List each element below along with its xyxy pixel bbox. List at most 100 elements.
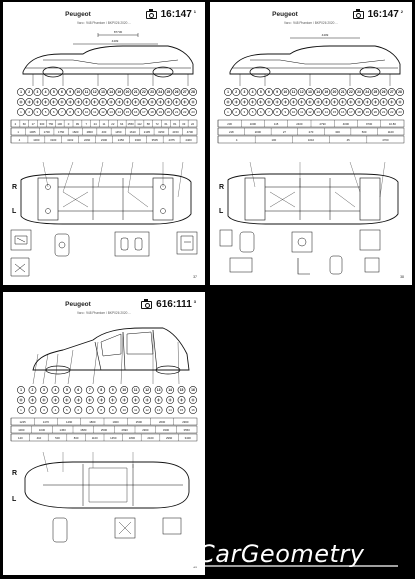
point-symbol — [338, 98, 347, 106]
table-cell: 3550 — [184, 428, 191, 432]
table-cell: 1450 — [110, 436, 117, 440]
point-badge: 1 — [17, 406, 25, 414]
point-badge: 2 — [232, 108, 241, 116]
sheet-code: 616:111 3 — [141, 298, 196, 310]
point-marker: 1 — [224, 88, 232, 96]
table-cell: 2960 — [142, 428, 149, 432]
table-cell: 400 — [102, 130, 107, 134]
point-badge-number: 20 — [374, 110, 378, 114]
table-cell: 2500 — [136, 420, 143, 424]
point-symbol — [396, 98, 404, 106]
point-marker: 1 — [17, 386, 25, 394]
point-badge: 2 — [28, 406, 37, 414]
point-badge-number: 1 — [20, 408, 22, 412]
point-badge: 17 — [346, 108, 355, 116]
table-cell: 3100 — [50, 138, 57, 142]
point-symbol — [120, 396, 129, 404]
point-badge-number: 15 — [333, 110, 337, 114]
point-badge-number: 10 — [292, 110, 296, 114]
point-symbol — [97, 396, 106, 404]
table-cell: 4 — [236, 138, 238, 142]
point-number: 4 — [45, 90, 47, 94]
point-badge-number: 1 — [227, 110, 229, 114]
point-badge-number: 22 — [390, 110, 394, 114]
point-marker: 1 — [17, 88, 25, 96]
point-badge: 8 — [273, 108, 282, 116]
point-badge: 14 — [115, 108, 124, 116]
point-number: 12 — [93, 90, 97, 94]
point-badge-number: 16 — [191, 408, 195, 412]
table-cell: 1100 — [388, 130, 394, 134]
point-marker: 3 — [240, 88, 249, 96]
point-badge-number: 16 — [134, 110, 138, 114]
point-number: 19 — [324, 90, 328, 94]
table-cell: 218 — [229, 130, 234, 134]
point-marker: 14 — [314, 88, 322, 96]
point-symbol — [90, 98, 99, 106]
point-badge-number: 3 — [43, 408, 45, 412]
point-badge-number: 12 — [308, 110, 312, 114]
table-cell: 100 — [57, 122, 62, 126]
point-badge-number: 13 — [109, 110, 113, 114]
point-symbol — [306, 98, 314, 106]
table-cell: 410 — [37, 436, 42, 440]
point-marker: 28 — [189, 88, 197, 96]
point-symbol — [232, 98, 241, 106]
point-badge: 11 — [131, 406, 140, 414]
table-cell: 99 — [76, 122, 80, 126]
point-symbol — [143, 396, 152, 404]
point-marker: 13 — [306, 88, 314, 96]
point-symbol — [66, 98, 75, 106]
point-marker: 8 — [97, 386, 106, 394]
point-marker: 9 — [108, 386, 117, 394]
point-badge: 5 — [41, 108, 50, 116]
point-symbol — [273, 98, 282, 106]
sheet-code-sup: 3 — [193, 299, 196, 304]
page-number: 37 — [193, 275, 197, 279]
table-cell: 7 — [86, 122, 88, 126]
table-cell: 3505 — [152, 138, 159, 142]
point-symbol — [189, 98, 197, 106]
point-badge-number: 12 — [101, 110, 105, 114]
table-cell: 2960 — [182, 420, 189, 424]
point-badge-number: 17 — [349, 110, 353, 114]
point-marker: 27 — [180, 88, 189, 96]
point-number: 19 — [117, 90, 121, 94]
dim-label: 4409 — [112, 39, 119, 43]
point-badge-number: 3 — [244, 110, 246, 114]
point-symbol — [177, 396, 186, 404]
table-cell: 115 — [274, 122, 279, 126]
table-cell: 72 — [156, 122, 160, 126]
point-badge-number: 13 — [316, 110, 320, 114]
point-marker: 25 — [371, 88, 380, 96]
point-marker: 21 — [131, 88, 140, 96]
point-badge: 8 — [66, 108, 75, 116]
point-badge: 15 — [177, 406, 186, 414]
table-cell: 4700 — [382, 138, 389, 142]
point-symbol — [99, 98, 107, 106]
point-badge: 3 — [40, 406, 48, 414]
side-label-right: R — [219, 184, 224, 191]
point-badge: 20 — [371, 108, 380, 116]
point-badge: 3 — [240, 108, 249, 116]
point-symbol — [189, 396, 197, 404]
point-badge: 11 — [297, 108, 306, 116]
diagram-sheet-2: Peugeot 16:147 2 Varo : 948 Phantom / BK… — [210, 2, 412, 285]
table-cell: 300 — [40, 122, 45, 126]
point-badge: 16 — [338, 108, 347, 116]
table-cell: 81 — [173, 122, 177, 126]
point-symbol — [322, 98, 331, 106]
table-cell: 4000 — [343, 122, 350, 126]
point-number: 5 — [66, 388, 68, 392]
table-cell: 4700 — [187, 130, 194, 134]
point-number: 14 — [316, 90, 320, 94]
point-number: 11 — [134, 388, 138, 392]
point-number: 5 — [53, 90, 55, 94]
table-cell: 2 — [15, 122, 17, 126]
table-cell: 4460 — [185, 138, 192, 142]
